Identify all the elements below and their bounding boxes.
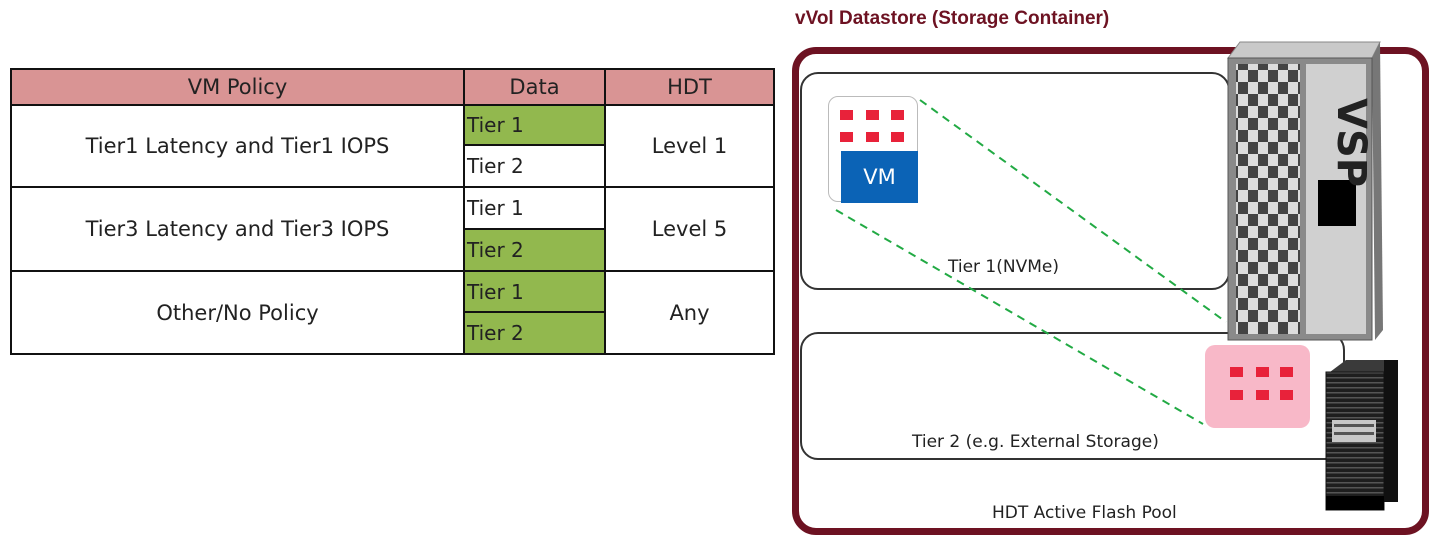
header-hdt: HDT: [604, 68, 775, 106]
table-row-2-tier2: Tier 2: [463, 228, 606, 272]
vm-block: [866, 132, 879, 142]
connector-tier1: [919, 99, 1227, 323]
table-row-3-hdt: Any: [604, 270, 775, 355]
table-row-1-policy: Tier1 Latency and Tier1 IOPS: [10, 104, 465, 188]
tier2-blocks-icon: [1205, 345, 1310, 428]
tier2-block: [1230, 390, 1243, 400]
vm-block: [840, 132, 853, 142]
table-row-3-policy: Other/No Policy: [10, 270, 465, 355]
table-row-3-tier2: Tier 2: [463, 311, 606, 355]
tier2-block: [1280, 367, 1293, 377]
pool-label: HDT Active Flash Pool: [992, 503, 1177, 523]
tier2-label: Tier 2 (e.g. External Storage): [912, 432, 1159, 452]
vm-block: [840, 110, 853, 120]
vm-block: [891, 110, 904, 120]
table-row-1-tier2: Tier 2: [463, 144, 606, 188]
vm-badge: VM: [841, 151, 918, 203]
tier1-label: Tier 1(NVMe): [948, 257, 1059, 277]
table-row-1-hdt: Level 1: [604, 104, 775, 188]
tier2-block: [1230, 367, 1243, 377]
table-row-1-tier1: Tier 1: [463, 104, 606, 146]
table-row-2-policy: Tier3 Latency and Tier3 IOPS: [10, 186, 465, 272]
vsp-label: VSP: [1328, 98, 1374, 187]
policy-table: VM Policy Data HDT Tier1 Latency and Tie…: [10, 68, 775, 355]
tier2-block: [1280, 390, 1293, 400]
tier2-block: [1256, 367, 1269, 377]
datastore-title: vVol Datastore (Storage Container): [795, 8, 1110, 29]
storage-container-box: [792, 47, 1429, 535]
vm-block: [866, 110, 879, 120]
external-storage-server-icon: [1325, 360, 1398, 511]
tier2-block: [1256, 390, 1269, 400]
header-vm-policy: VM Policy: [10, 68, 465, 106]
vm-block: [891, 132, 904, 142]
table-row-2-tier1: Tier 1: [463, 186, 606, 230]
vsp-array-icon: VSP: [1227, 41, 1383, 341]
connector-tier2: [835, 209, 1204, 425]
